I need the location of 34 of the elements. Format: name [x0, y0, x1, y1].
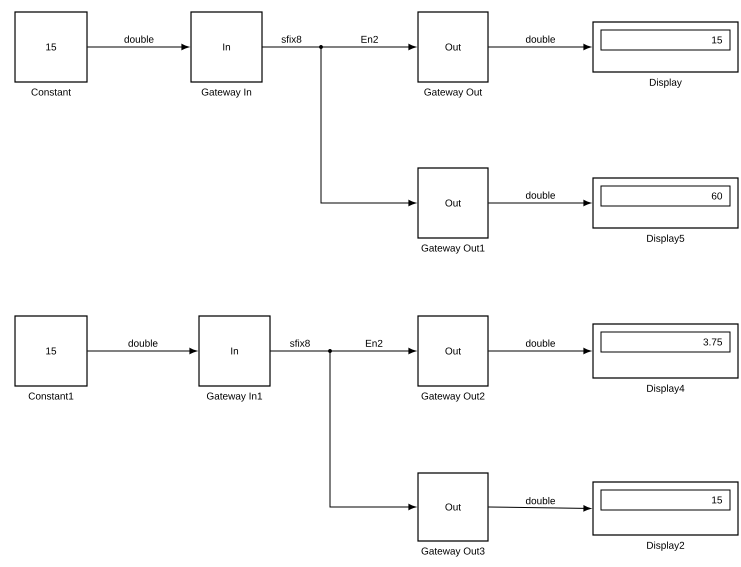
node-label: Gateway Out1: [422, 244, 484, 254]
node-label: Constant: [32, 88, 71, 96]
block: In Gateway In: [190, 11, 263, 98]
signal-label: sfix8: [282, 35, 302, 43]
node-label: Gateway Out3: [422, 548, 485, 557]
arrow: [262, 46, 416, 206]
arrow: [270, 350, 416, 510]
arrow: [87, 44, 189, 50]
block: In Gateway In1: [198, 315, 271, 402]
node-label: Constant1: [28, 392, 74, 400]
block: Out Gateway Out1: [417, 167, 489, 254]
arrow: [488, 505, 591, 512]
node-label: Display2: [647, 542, 684, 551]
node-label: Gateway In1: [206, 392, 262, 402]
arrow: [488, 348, 591, 354]
node-label: Display: [650, 78, 682, 88]
arrow: [87, 348, 197, 354]
node-label: Gateway Out2: [422, 392, 484, 402]
block: Out Gateway Out2: [417, 315, 489, 402]
signal-label: sfix8: [290, 339, 310, 347]
block: 15 Constant1: [14, 315, 88, 400]
block: Out Gateway Out3: [417, 472, 489, 557]
node-label: Display5: [647, 234, 684, 244]
node-label: Gateway In: [202, 88, 252, 98]
arrow: [488, 44, 591, 50]
node-label: Display4: [647, 384, 684, 394]
block: 15 Constant: [14, 11, 88, 96]
display-block: 15 Display: [592, 21, 739, 88]
display-block: 15 Display2: [592, 481, 739, 551]
node-label: Gateway Out: [424, 88, 482, 98]
display-block: 3.75 Display4: [592, 323, 739, 394]
display-block: 60 Display5: [592, 177, 739, 244]
block: Out Gateway Out: [417, 11, 489, 98]
arrow: [488, 200, 591, 206]
